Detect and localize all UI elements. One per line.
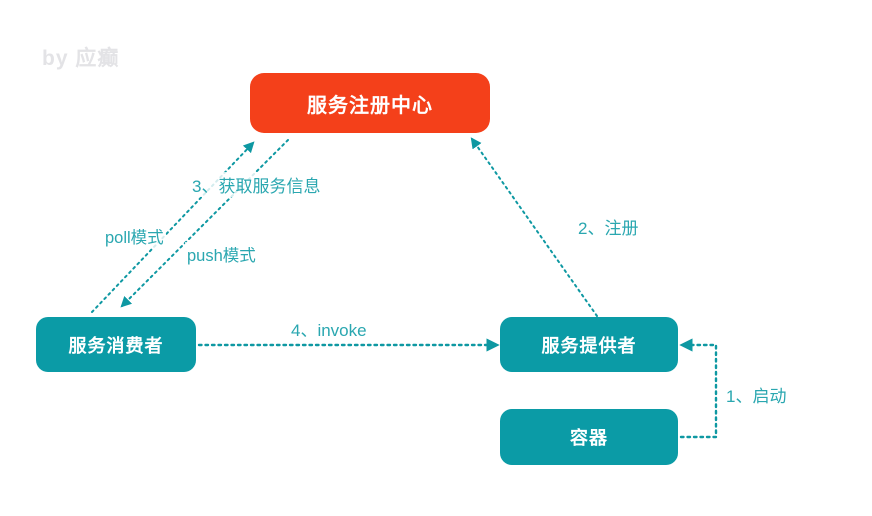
edge-label-start: 1、启动	[724, 382, 789, 407]
node-consumer-label: 服务消费者	[68, 335, 164, 356]
edge-poll-line	[91, 141, 255, 313]
node-service-consumer[interactable]: 服务消费者	[36, 317, 196, 372]
node-container[interactable]: 容器	[500, 409, 678, 465]
node-service-registry[interactable]: 服务注册中心	[250, 73, 490, 133]
edge-label-push-mode: push模式	[185, 242, 258, 266]
watermark-label: by 应癫	[42, 47, 120, 70]
node-container-label: 容器	[570, 428, 608, 448]
node-service-provider[interactable]: 服务提供者	[500, 317, 678, 372]
edge-push-line	[120, 139, 289, 308]
node-provider-label: 服务提供者	[541, 335, 637, 356]
edge-label-register: 2、注册	[576, 214, 641, 239]
edge-start-line	[679, 338, 718, 439]
edge-label-poll-mode: poll模式	[103, 224, 166, 248]
edge-label-invoke: 4、invoke	[289, 316, 369, 341]
node-registry-label: 服务注册中心	[307, 94, 433, 117]
edge-register-line	[470, 137, 598, 317]
edge-label-fetch-service-info: 3、获取服务信息	[190, 172, 323, 197]
